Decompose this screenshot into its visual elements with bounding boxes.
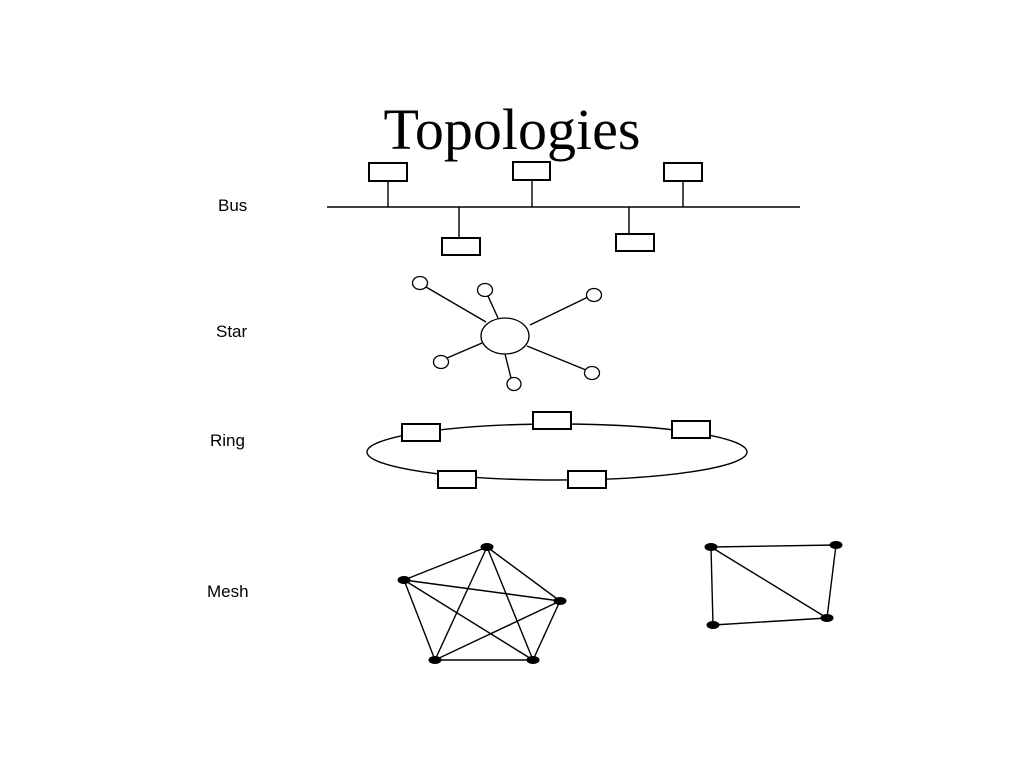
mesh-node — [397, 576, 411, 584]
mesh-node — [704, 543, 718, 551]
star-link — [504, 353, 512, 379]
ring-node — [401, 423, 441, 442]
mesh-node — [829, 541, 843, 549]
mesh-node — [820, 614, 834, 622]
label-ring: Ring — [210, 431, 245, 450]
ring-node — [437, 470, 477, 489]
star-link — [487, 295, 499, 319]
bus-node — [441, 237, 481, 256]
mesh-link — [403, 546, 488, 581]
bus-node — [512, 161, 551, 181]
label-bus: Bus — [218, 196, 247, 215]
star-node — [583, 365, 601, 381]
ring-node — [567, 470, 607, 489]
star-link — [425, 286, 487, 323]
mesh-link — [403, 579, 436, 661]
mesh-node — [480, 543, 494, 551]
mesh-node — [706, 621, 720, 629]
bus-node — [663, 162, 703, 182]
bus-node — [615, 233, 655, 252]
mesh-link — [486, 546, 534, 661]
label-mesh: Mesh — [207, 582, 249, 601]
mesh-link — [710, 546, 714, 626]
mesh-link — [403, 579, 561, 602]
star-node — [432, 354, 450, 370]
star-node — [585, 287, 603, 303]
star-link — [529, 296, 589, 326]
star-node — [411, 275, 429, 291]
mesh-link — [710, 544, 837, 548]
mesh-partial-diagram — [704, 541, 843, 629]
mesh-link — [403, 579, 534, 661]
mesh-link — [532, 600, 561, 661]
star-diagram — [411, 275, 603, 392]
mesh-node — [553, 597, 567, 605]
bus-diagram — [327, 161, 800, 256]
ring-node — [532, 411, 572, 430]
star-node — [476, 282, 494, 298]
star-link — [526, 345, 587, 371]
mesh-node — [526, 656, 540, 664]
label-star: Star — [216, 322, 248, 341]
mesh-link — [486, 546, 561, 602]
mesh-full-diagram — [397, 543, 567, 664]
mesh-link — [434, 546, 488, 661]
ring-node — [671, 420, 711, 439]
slide-title: Topologies — [384, 97, 641, 162]
mesh-node — [428, 656, 442, 664]
star-hub — [480, 317, 530, 355]
star-link — [446, 342, 483, 359]
mesh-link — [712, 617, 828, 626]
star-node — [506, 376, 522, 392]
mesh-link — [710, 546, 828, 619]
mesh-link — [826, 544, 837, 619]
mesh-link — [434, 600, 561, 661]
ring-diagram — [366, 411, 748, 489]
bus-node — [368, 162, 408, 182]
